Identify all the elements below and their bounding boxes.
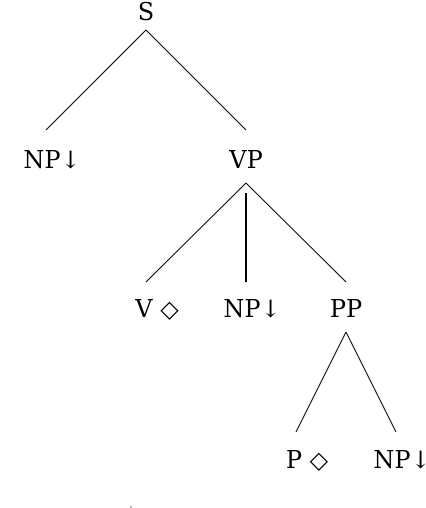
- node-np-subject: NP↓: [23, 146, 80, 174]
- edge-pp-p: [295, 331, 347, 433]
- edge-vp-pp: [245, 182, 347, 283]
- node-np-pp: NP↓: [373, 446, 426, 474]
- node-vp: VP: [228, 146, 262, 174]
- node-np-object: NP↓: [223, 295, 280, 323]
- edge-s-np: [45, 29, 147, 131]
- node-pp: PP: [330, 295, 362, 323]
- edge-vp-v: [145, 182, 247, 283]
- node-p-anchor: P ◇: [286, 446, 329, 474]
- node-s: S: [138, 0, 154, 26]
- stray-dot: [130, 506, 132, 508]
- edge-s-vp: [145, 29, 247, 131]
- edge-pp-np: [345, 331, 397, 433]
- node-v-anchor: V ◇: [134, 295, 179, 323]
